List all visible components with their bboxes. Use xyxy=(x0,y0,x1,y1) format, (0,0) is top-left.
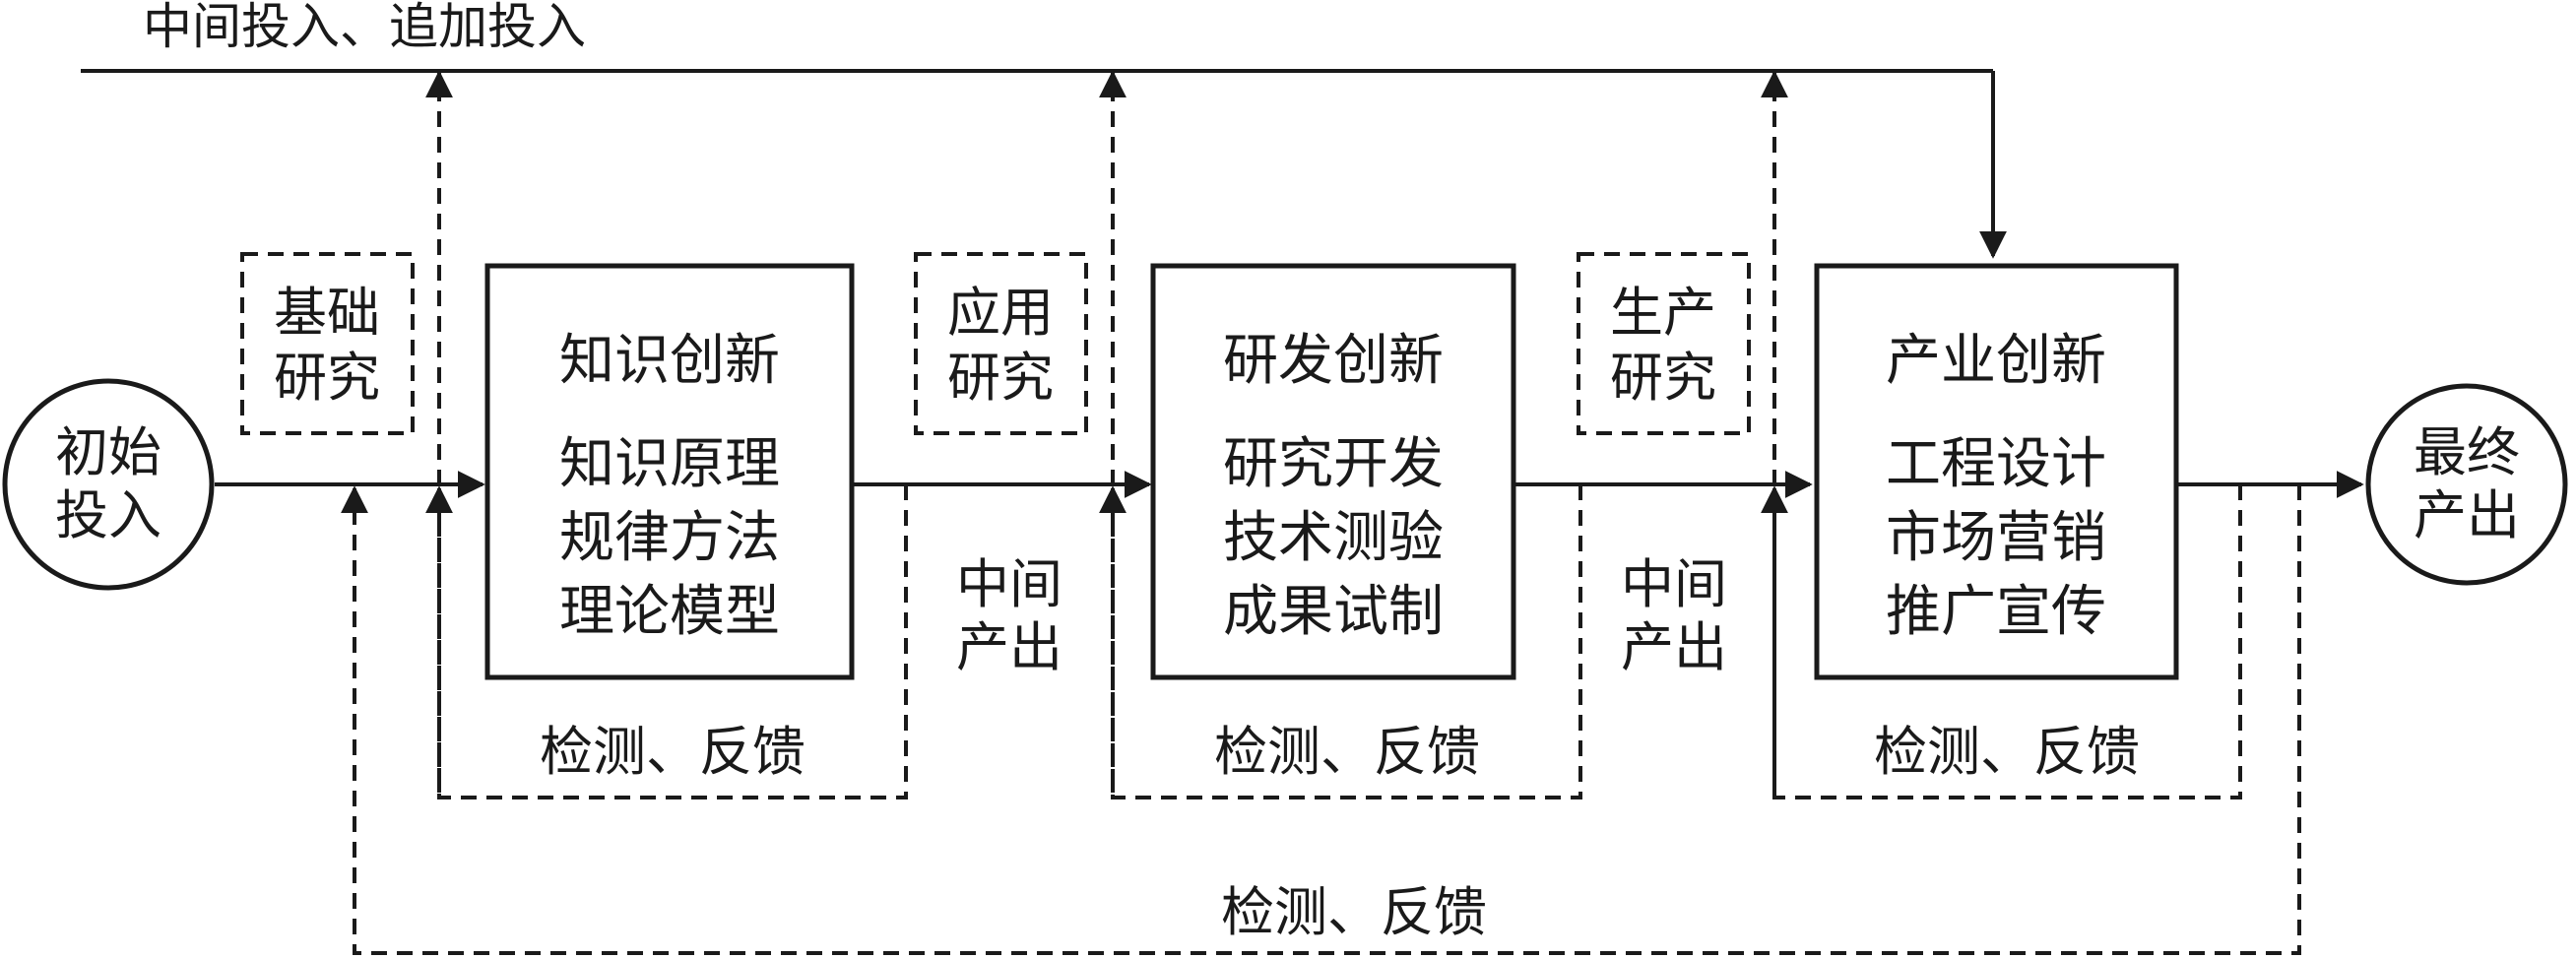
start-node xyxy=(2,378,215,591)
stage-1-title: 知识创新 xyxy=(559,329,780,393)
stage-2-item-1: 研究开发 xyxy=(1223,432,1444,496)
stage-3-item-3: 推广宣传 xyxy=(1886,580,2106,644)
overall-feedback-label: 检测、反馈 xyxy=(1221,881,1487,943)
intermediate-output-1-line2: 产出 xyxy=(956,616,1063,678)
research-box-3 xyxy=(1577,252,1751,435)
feedback-loop-2 xyxy=(1099,484,1582,799)
stage-1-item-1: 知识原理 xyxy=(559,432,780,496)
feedback-loop-1 xyxy=(425,484,908,799)
start-line1: 初始 xyxy=(55,421,161,483)
stage-2-item-3: 成果试制 xyxy=(1223,580,1444,644)
intermediate-output-2-line2: 产出 xyxy=(1621,616,1727,678)
stage-box-3 xyxy=(1814,263,2179,680)
stage-box-2 xyxy=(1150,263,1516,680)
research-2-line1: 应用 xyxy=(947,282,1054,344)
research-2-line2: 研究 xyxy=(947,347,1054,409)
research-3-line1: 生产 xyxy=(1610,282,1716,344)
overall-feedback-loop xyxy=(341,484,2301,955)
stage-1-item-2: 规律方法 xyxy=(559,506,780,570)
research-box-1 xyxy=(240,252,415,435)
stage-3-title: 产业创新 xyxy=(1886,329,2106,393)
feedback-label-1: 检测、反馈 xyxy=(540,721,805,783)
feedback-label-2: 检测、反馈 xyxy=(1214,721,1480,783)
research-3-line2: 研究 xyxy=(1610,347,1716,409)
research-1-line2: 研究 xyxy=(274,347,380,409)
feedback-loop-3 xyxy=(1761,484,2242,799)
feedback-label-3: 检测、反馈 xyxy=(1874,721,2140,783)
stage-3-item-2: 市场营销 xyxy=(1886,506,2106,570)
intermediate-output-2-line1: 中间 xyxy=(1621,553,1727,615)
start-line2: 投入 xyxy=(55,484,161,546)
top-input-label: 中间投入、追加投入 xyxy=(143,0,586,55)
stage-box-1 xyxy=(484,263,855,680)
end-node xyxy=(2365,383,2568,586)
stage-1-item-3: 理论模型 xyxy=(559,580,780,644)
research-1-line1: 基础 xyxy=(274,282,380,344)
stage-3-item-1: 工程设计 xyxy=(1886,432,2106,496)
stage-2-title: 研发创新 xyxy=(1223,329,1444,393)
end-line2: 产出 xyxy=(2414,484,2520,546)
stage-2-item-2: 技术测验 xyxy=(1223,506,1444,570)
research-box-2 xyxy=(914,252,1088,435)
intermediate-output-1-line1: 中间 xyxy=(956,553,1063,615)
end-line1: 最终 xyxy=(2414,421,2520,483)
